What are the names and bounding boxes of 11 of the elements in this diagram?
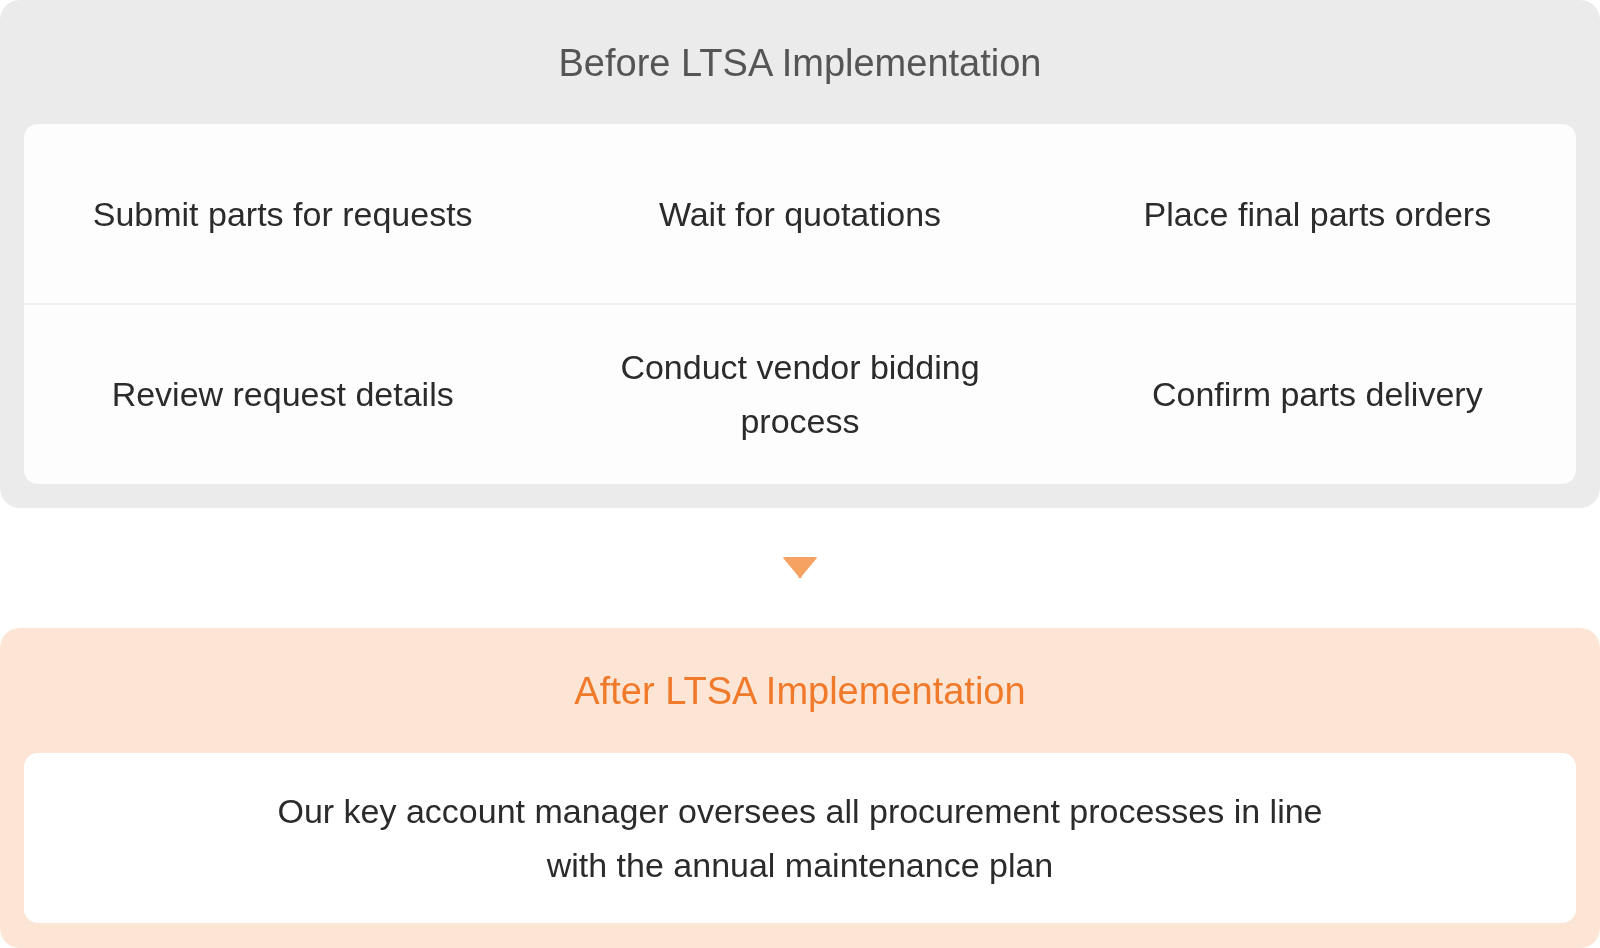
section-title: After LTSA Implementation — [574, 669, 1026, 713]
step-text: Review request details — [111, 374, 454, 415]
section-panel — [0, 628, 1600, 948]
statement-card — [24, 753, 1576, 923]
statement-text: Our key account manager oversees all procurement processes in line with the annual maintenance plan — [276, 791, 1324, 886]
step-text: Wait for quotations — [658, 194, 942, 235]
step-text: Conduct vendor bidding process — [619, 347, 981, 442]
section-title: Before LTSA Implementation — [558, 41, 1042, 85]
step-text: Confirm parts delivery — [1152, 374, 1483, 415]
step-text: Submit parts for requests — [92, 194, 473, 235]
step-text: Place final parts orders — [1143, 194, 1492, 235]
